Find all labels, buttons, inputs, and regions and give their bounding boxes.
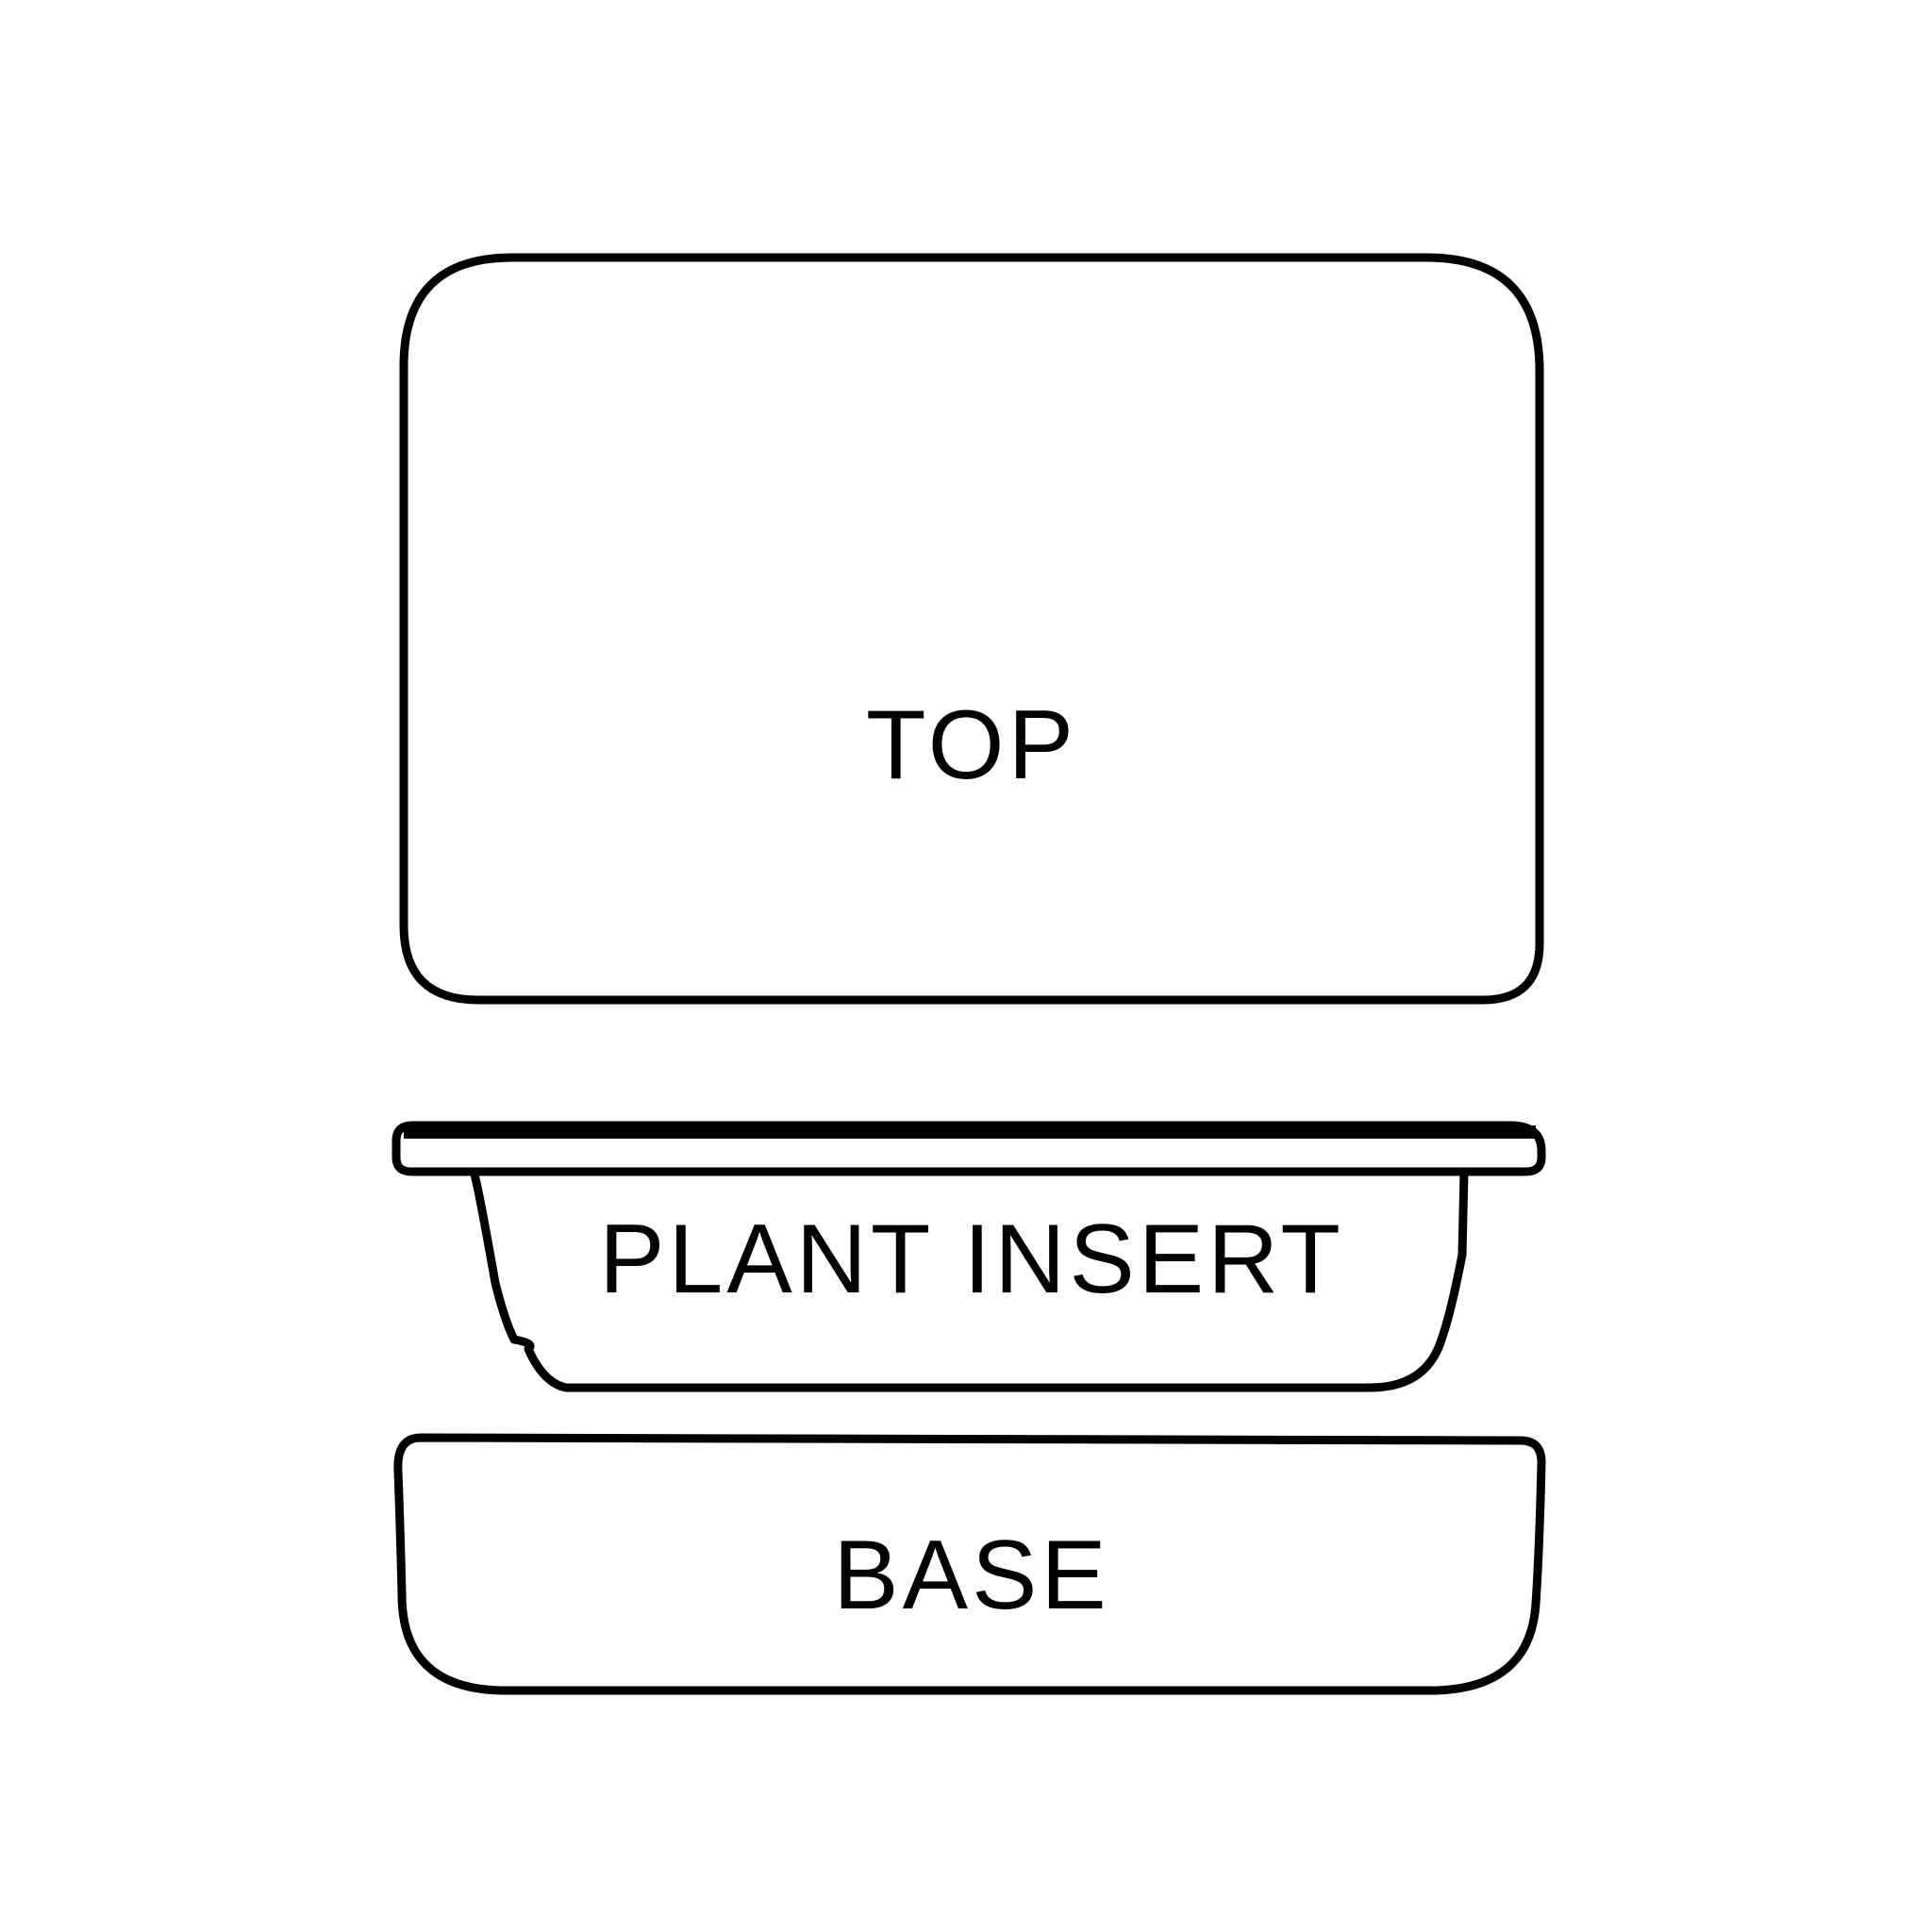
plant-insert-tray-outline <box>469 1167 1469 1392</box>
plant-insert-rim-band <box>404 1125 1536 1139</box>
base-label: BASE <box>833 1521 1109 1630</box>
top-label: TOP <box>866 691 1077 800</box>
base-part: BASE <box>393 1433 1546 1695</box>
top-part: TOP <box>399 253 1544 1005</box>
plant-insert-part: PLANT INSERT <box>391 1121 1546 1392</box>
top-outline <box>399 253 1544 1005</box>
plant-insert-label: PLANT INSERT <box>599 1205 1344 1314</box>
base-outline <box>393 1433 1546 1695</box>
